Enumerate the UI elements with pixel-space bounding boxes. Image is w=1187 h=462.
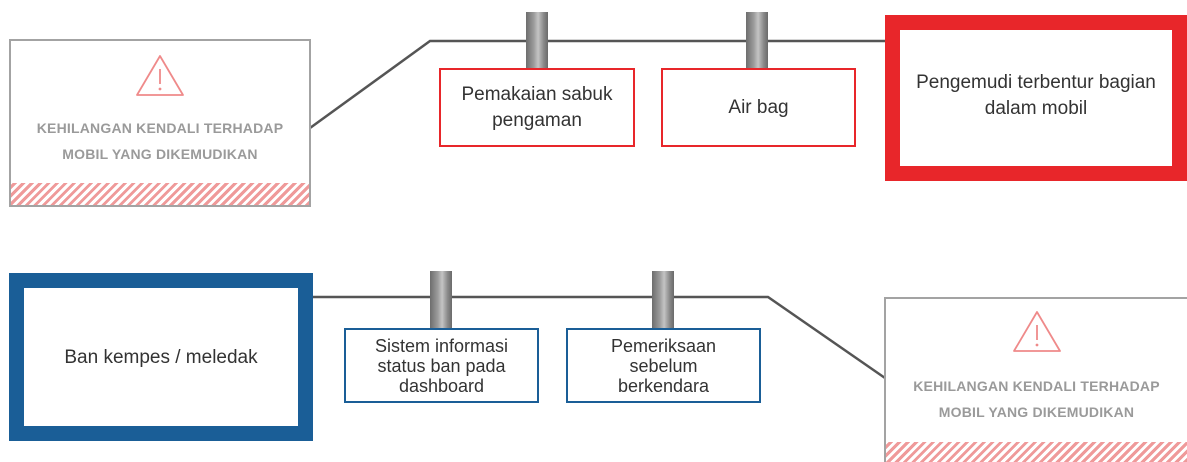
- control-text-line3: berkendara: [617, 375, 710, 396]
- hazard-text-line1: KEHILANGAN KENDALI TERHADAP: [913, 378, 1160, 394]
- control-peg: [526, 12, 548, 68]
- control-box-inspection: Pemeriksaan sebelum berkendara: [566, 328, 761, 403]
- consequence-text-line2: dalam mobil: [984, 98, 1088, 119]
- warning-icon: [136, 55, 184, 96]
- hazard-text-line2: MOBIL YANG DIKEMUDIKAN: [62, 146, 258, 162]
- consequence-box: Pengemudi terbentur bagian dalam mobil: [885, 15, 1187, 181]
- control-text-line1: Sistem informasi: [374, 335, 509, 356]
- control-text-line2: status ban pada: [377, 355, 506, 376]
- control-text-line1: Air bag: [728, 96, 789, 118]
- control-box-seatbelt: Pemakaian sabuk pengaman: [439, 68, 635, 147]
- hazard-stripes: [886, 442, 1187, 462]
- control-text-line1: Pemakaian sabuk: [461, 83, 613, 105]
- hazard-stripes: [11, 183, 309, 205]
- control-peg: [746, 12, 768, 68]
- control-box-airbag: Air bag: [661, 68, 856, 147]
- cause-box: Ban kempes / meledak: [9, 273, 313, 441]
- consequence-text-line1: Pengemudi terbentur bagian: [916, 72, 1156, 93]
- warning-icon: [1012, 311, 1061, 352]
- top-connector-line: [309, 39, 890, 130]
- hazard-box-top: KEHILANGAN KENDALI TERHADAP MOBIL YANG D…: [9, 39, 311, 207]
- control-text-line2: pengaman: [492, 109, 582, 131]
- hazard-box-bottom: KEHILANGAN KENDALI TERHADAP MOBIL YANG D…: [884, 297, 1187, 462]
- control-text-line1: Pemeriksaan: [610, 335, 717, 356]
- cause-text: Ban kempes / meledak: [64, 346, 258, 368]
- control-peg: [652, 271, 674, 328]
- hazard-text-line1: KEHILANGAN KENDALI TERHADAP: [36, 120, 284, 136]
- control-text-line2: sebelum: [629, 355, 698, 376]
- control-box-dashboard: Sistem informasi status ban pada dashboa…: [344, 328, 539, 403]
- control-peg: [430, 271, 452, 328]
- bottom-connector-line: [310, 295, 886, 380]
- control-text-line3: dashboard: [398, 375, 485, 396]
- hazard-text-line2: MOBIL YANG DIKEMUDIKAN: [938, 404, 1135, 420]
